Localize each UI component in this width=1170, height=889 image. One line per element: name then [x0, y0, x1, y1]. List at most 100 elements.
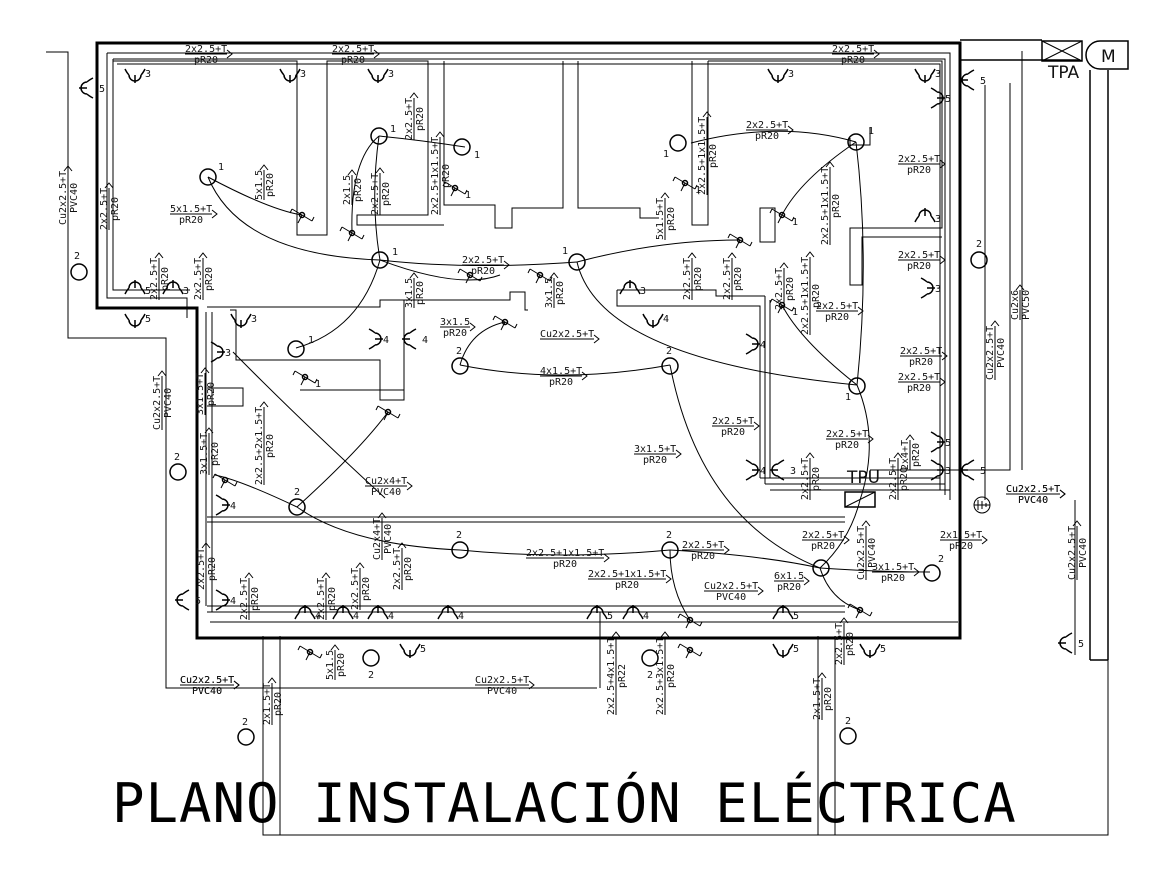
- tpu-panel[interactable]: TPU: [844, 468, 880, 508]
- socket-outlet-icon: [162, 280, 184, 295]
- switch-icon: [769, 208, 795, 224]
- conduit-spec: PVC40: [996, 338, 1007, 368]
- conduit-spec: pR20: [210, 442, 221, 466]
- cable-spec: 2x2.5+T: [888, 458, 899, 500]
- switch-icon: [442, 181, 468, 197]
- conduit-spec: pR20: [549, 377, 573, 388]
- conduit-spec: pR20: [415, 281, 426, 305]
- socket-circuit-number: 4: [643, 611, 649, 622]
- cable-spec: 2x2.5+T: [712, 416, 754, 427]
- cable-spec: 2x2.5+2x1.5+T: [254, 407, 265, 485]
- socket-circuit-number: 5: [793, 611, 799, 622]
- conduit-spec: pR20: [341, 55, 365, 66]
- socket-outlet-icon: [767, 68, 789, 83]
- switch-icon: [289, 208, 315, 224]
- conduit-spec: pR20: [666, 207, 677, 231]
- conduit-spec: pR20: [845, 632, 856, 656]
- cable-spec: 2x2.5+3x1.5+T: [655, 637, 666, 715]
- conduit-spec: pR20: [273, 692, 284, 716]
- socket-circuit-number: 3: [251, 314, 257, 325]
- light-point-icon: 1: [845, 377, 866, 403]
- socket-circuit-number: 4: [422, 335, 428, 346]
- socket-circuit-number: 3: [788, 69, 794, 80]
- cable-spec: 2x2.5+T: [834, 623, 845, 665]
- socket-circuit-number: 5: [880, 644, 886, 655]
- conduit-spec: pR20: [441, 164, 452, 188]
- conduit-spec: pR20: [443, 328, 467, 339]
- cable-spec: 5x1.5+T: [655, 198, 666, 240]
- svg-text:2: 2: [666, 346, 672, 357]
- conduit-spec: pR20: [777, 582, 801, 593]
- switch-icon: [297, 645, 323, 661]
- socket-outlet-icon: [124, 68, 146, 83]
- svg-text:2: 2: [294, 487, 300, 498]
- cable-spec: 2x2.5+1x1.5+T: [820, 167, 831, 245]
- cable-spec: Cu2x2.5+T: [856, 526, 867, 580]
- conduit-spec: PVC40: [716, 592, 746, 603]
- cable-spec: 2x2.5+1x1.5+T: [526, 548, 604, 559]
- cable-spec: 3x1.5+T: [199, 433, 210, 475]
- socket-circuit-number: 3: [388, 69, 394, 80]
- socket-circuit-number: 3: [945, 466, 951, 477]
- socket-circuit-number: 4: [383, 335, 389, 346]
- socket-circuit-number: 4: [760, 340, 766, 351]
- light-point-icon: 2: [362, 649, 380, 681]
- conduit-spec: pR20: [381, 182, 392, 206]
- conduit-spec: pR20: [110, 197, 121, 221]
- conduit-spec: pR20: [708, 144, 719, 168]
- socket-outlet-icon: [368, 328, 383, 350]
- socket-circuit-number: 5: [607, 611, 613, 622]
- socket-circuit-number: 5: [145, 286, 151, 297]
- socket-circuit-number: 5: [793, 644, 799, 655]
- socket-outlet-icon: [930, 431, 945, 453]
- cable-spec: 2x2.5+1x1.5+T: [800, 257, 811, 335]
- svg-text:2: 2: [976, 239, 982, 250]
- socket-outlet-icon: [920, 277, 935, 299]
- cable-spec: 2x2.5+T: [99, 188, 110, 230]
- socket-outlet-icon: [215, 589, 230, 611]
- switch-icon: [677, 613, 703, 629]
- cable-spec: 3x1.5: [440, 317, 470, 328]
- cable-spec: 2x2.5+T: [193, 258, 204, 300]
- socket-circuit-number: 5: [420, 644, 426, 655]
- cable-spec: 4x1.5+T: [540, 366, 582, 377]
- conduit-spec: pR20: [831, 194, 842, 218]
- light-point-icon: 2: [923, 554, 944, 582]
- socket-outlet-icon: [619, 280, 641, 295]
- conduit-spec: pR20: [194, 55, 218, 66]
- conduit-spec: pR20: [823, 687, 834, 711]
- cable-spec: 2x1.5+T: [812, 678, 823, 720]
- conduit-spec: pR20: [881, 573, 905, 584]
- socket-circuit-number: 4: [458, 611, 464, 622]
- socket-outlet-icon: [1058, 632, 1073, 654]
- cable-spec: Cu2x2.5+T: [704, 581, 758, 592]
- light-point-icon: 1: [287, 335, 314, 358]
- conduit-spec: pR20: [949, 541, 973, 552]
- switch-icon: [847, 603, 873, 619]
- switch-icon: [457, 268, 483, 284]
- socket-circuit-number: 4: [760, 466, 766, 477]
